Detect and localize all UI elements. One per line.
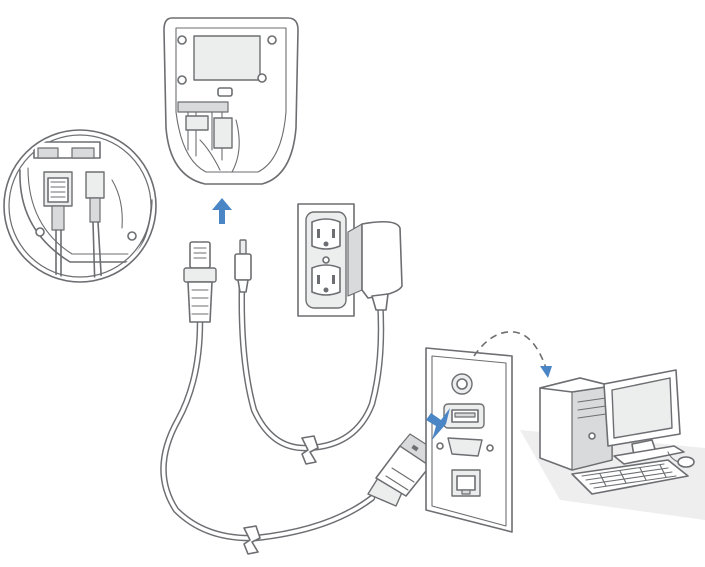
dashed-arrow xyxy=(473,331,552,378)
scanner-base xyxy=(163,17,299,185)
power-cable xyxy=(238,278,385,465)
zoom-inset xyxy=(3,129,157,283)
pc-io-panel xyxy=(425,347,513,533)
up-arrow xyxy=(212,198,232,224)
power-barrel-plug xyxy=(234,239,252,293)
rj45-plug xyxy=(183,241,217,323)
panel-arrow xyxy=(426,408,450,440)
desktop-computer xyxy=(520,369,705,520)
wall-outlet xyxy=(297,203,355,317)
power-adapter xyxy=(347,220,403,311)
rj45-usb-cable xyxy=(160,318,376,555)
